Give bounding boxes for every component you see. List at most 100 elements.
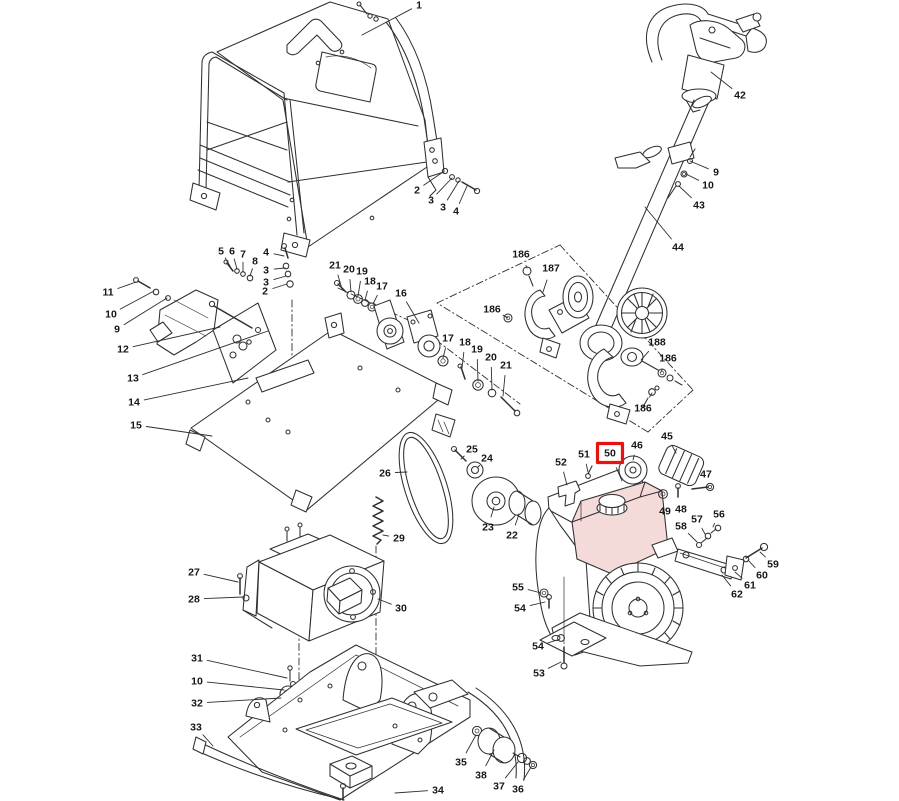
part-label-27[interactable]: 27 [188,567,200,579]
part-label-56[interactable]: 56 [713,509,725,521]
part-label-26[interactable]: 26 [379,468,391,480]
part-label-4[interactable]: 4 [453,206,459,218]
part-label-34[interactable]: 34 [432,785,444,797]
part-label-186[interactable]: 186 [659,353,677,365]
leader-line [123,297,168,326]
part-label-43[interactable]: 43 [693,200,705,212]
part-label-3[interactable]: 3 [263,277,269,289]
part-label-24[interactable]: 24 [481,453,493,465]
part-label-31[interactable]: 31 [191,653,203,665]
part-label-186[interactable]: 186 [634,403,652,415]
part-label-3[interactable]: 3 [440,202,446,214]
part-label-22[interactable]: 22 [506,530,518,542]
part-label-8[interactable]: 8 [252,256,258,268]
part-label-3[interactable]: 3 [428,195,434,207]
part-label-36[interactable]: 36 [512,784,524,796]
part-label-10[interactable]: 10 [702,180,714,192]
part-label-20[interactable]: 20 [485,352,497,364]
part-label-9[interactable]: 9 [114,324,120,336]
leader-line [405,301,420,324]
leader-line [678,185,692,199]
part-label-187[interactable]: 187 [542,263,560,275]
part-label-54[interactable]: 54 [532,641,544,653]
part-label-54[interactable]: 54 [514,603,526,615]
part-label-11[interactable]: 11 [102,287,113,299]
part-label-19[interactable]: 19 [471,344,483,356]
highlighted-part-box[interactable] [595,441,625,465]
part-label-45[interactable]: 45 [661,431,673,443]
leader-line [527,589,542,594]
part-label-37[interactable]: 37 [493,781,505,793]
part-label-42[interactable]: 42 [734,90,746,102]
part-label-44[interactable]: 44 [672,242,684,254]
part-label-59[interactable]: 59 [767,559,779,571]
spoked-wheel [616,287,668,339]
part-label-47[interactable]: 47 [700,469,712,481]
part-label-18[interactable]: 18 [364,276,376,288]
leader-line [734,571,743,579]
part-label-58[interactable]: 58 [675,521,687,533]
part-label-28[interactable]: 28 [188,594,200,606]
engine-art [535,444,769,670]
part-label-17[interactable]: 17 [442,333,454,345]
part-label-20[interactable]: 20 [343,264,355,276]
part-label-46[interactable]: 46 [631,440,643,452]
leader-line [206,681,285,691]
part-label-53[interactable]: 53 [533,668,545,680]
part-label-5[interactable]: 5 [218,246,224,258]
part-label-62[interactable]: 62 [731,589,743,601]
part-label-25[interactable]: 25 [466,444,478,456]
part-label-2[interactable]: 2 [262,286,268,298]
part-label-19[interactable]: 19 [356,266,368,278]
part-label-2[interactable]: 2 [414,185,420,197]
part-label-188[interactable]: 188 [648,337,666,349]
part-label-7[interactable]: 7 [240,249,246,261]
leader-line [458,185,468,204]
part-label-52[interactable]: 52 [555,457,567,469]
part-label-21[interactable]: 21 [329,260,341,272]
part-label-30[interactable]: 30 [395,603,407,615]
part-label-16[interactable]: 16 [395,288,407,300]
part-label-1[interactable]: 1 [416,0,422,12]
part-label-186[interactable]: 186 [483,304,501,316]
leader-line [394,471,408,473]
part-label-186[interactable]: 186 [512,249,530,261]
part-label-55[interactable]: 55 [512,582,524,594]
part-label-49[interactable]: 49 [659,506,671,518]
part-label-57[interactable]: 57 [691,514,703,526]
part-label-15[interactable]: 15 [130,420,142,432]
part-label-51[interactable]: 51 [578,449,590,461]
part-label-60[interactable]: 60 [756,570,768,582]
part-label-6[interactable]: 6 [229,246,235,258]
part-label-18[interactable]: 18 [459,337,471,349]
part-label-4[interactable]: 4 [263,247,269,259]
leader-line [542,279,548,293]
part-label-29[interactable]: 29 [393,533,405,545]
leader-line [490,366,493,391]
leader-line [522,766,532,781]
part-label-48[interactable]: 48 [675,504,687,516]
leader-line [224,257,231,267]
part-label-12[interactable]: 12 [117,344,129,356]
part-label-50[interactable]: 50 [604,448,616,460]
leader-line [372,294,378,305]
part-label-10[interactable]: 10 [105,309,117,321]
leader-line [446,180,460,201]
part-label-32[interactable]: 32 [191,698,203,710]
part-label-9[interactable]: 9 [713,167,719,179]
part-label-13[interactable]: 13 [127,373,139,385]
part-label-14[interactable]: 14 [128,397,140,409]
leader-line [687,532,698,543]
part-label-3[interactable]: 3 [263,265,269,277]
part-label-35[interactable]: 35 [455,757,467,769]
part-label-61[interactable]: 61 [744,580,756,592]
part-label-17[interactable]: 17 [376,281,388,293]
part-label-33[interactable]: 33 [190,722,202,734]
part-label-38[interactable]: 38 [475,770,487,782]
part-label-23[interactable]: 23 [482,522,494,534]
part-label-10[interactable]: 10 [191,676,203,688]
leader-line [585,463,589,473]
bracket-panel-art [133,243,294,384]
leader-line [689,160,709,170]
part-label-21[interactable]: 21 [500,360,512,372]
